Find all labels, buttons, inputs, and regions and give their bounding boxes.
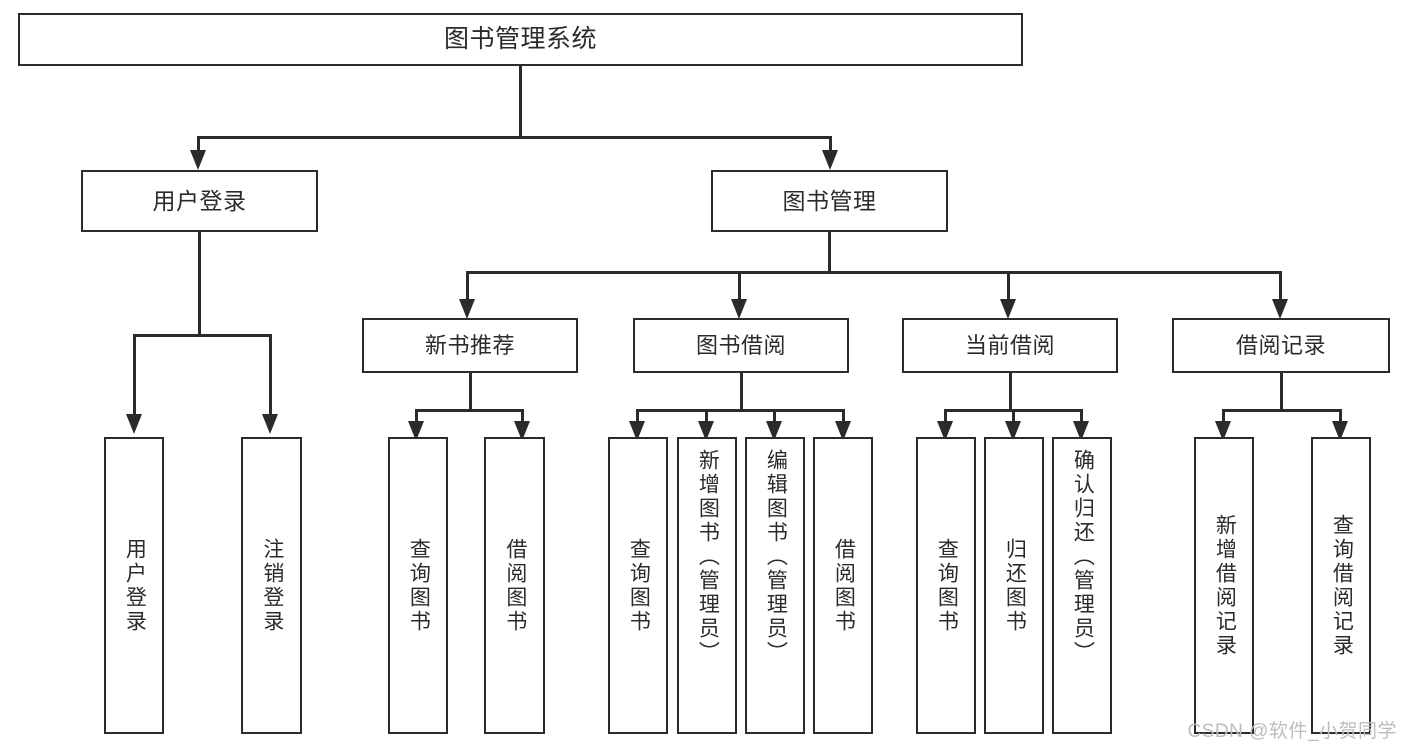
arrowhead-current-leaf-3 xyxy=(1073,421,1089,441)
arrowhead-current-leaf-1 xyxy=(937,421,953,441)
arrowhead-borrow-leaf-1 xyxy=(629,421,645,441)
arrowhead-user-login xyxy=(190,150,206,170)
node-root-system[interactable]: 图书管理系统 xyxy=(18,13,1023,66)
node-label: 查询图书 xyxy=(935,537,959,634)
connector-user-login-drop-2 xyxy=(269,334,272,418)
connector-borrow-drop-3 xyxy=(773,409,776,429)
node-label: 图书借阅 xyxy=(695,332,786,358)
connector-level2-drop-left xyxy=(197,136,200,154)
connector-level3-drop-1 xyxy=(466,271,469,303)
connector-recommend-drop-2 xyxy=(521,409,524,429)
connector-level3-drop-4 xyxy=(1279,271,1282,303)
node-new-book-recommend[interactable]: 新书推荐 xyxy=(362,318,578,373)
arrowhead-record-leaf-2 xyxy=(1332,421,1348,441)
connector-record-drop-1 xyxy=(1222,409,1225,429)
node-label: 新增图书（管理员） xyxy=(696,449,720,665)
arrowhead-recommend-leaf-2 xyxy=(514,421,530,441)
connector-level3-drop-2 xyxy=(738,271,741,303)
arrowhead-borrow-leaf-2 xyxy=(698,421,714,441)
node-label: 新书推荐 xyxy=(424,332,515,358)
connector-level3-bus xyxy=(466,271,1281,274)
connector-level2-bus xyxy=(197,136,831,139)
connector-recommend-bus xyxy=(415,409,523,412)
connector-record-stem xyxy=(1280,373,1283,411)
arrowhead-leaf-user-login xyxy=(126,414,142,434)
connector-book-management-stem xyxy=(828,232,831,273)
node-label: 借阅记录 xyxy=(1235,332,1326,358)
leaf-borrow-add-book-admin[interactable]: 新增图书（管理员） xyxy=(677,437,737,734)
arrowhead-leaf-logout xyxy=(262,414,278,434)
arrowhead-borrow-leaf-3 xyxy=(766,421,782,441)
node-label: 编辑图书（管理员） xyxy=(764,449,788,665)
connector-recommend-drop-1 xyxy=(415,409,418,429)
node-label: 新增借阅记录 xyxy=(1213,513,1237,658)
leaf-borrow-query-book[interactable]: 查询图书 xyxy=(608,437,668,734)
node-label: 当前借阅 xyxy=(964,332,1055,358)
arrowhead-book-management xyxy=(822,150,838,170)
leaf-borrow-borrow-book[interactable]: 借阅图书 xyxy=(813,437,873,734)
connector-current-stem xyxy=(1009,373,1012,411)
node-label: 用户登录 xyxy=(123,537,147,634)
connector-record-bus xyxy=(1222,409,1341,412)
connector-borrow-drop-1 xyxy=(636,409,639,429)
node-label: 借阅图书 xyxy=(503,537,527,634)
leaf-current-confirm-return-admin[interactable]: 确认归还（管理员） xyxy=(1052,437,1112,734)
node-label: 注销登录 xyxy=(260,537,284,634)
arrowhead-borrow-leaf-4 xyxy=(835,421,851,441)
node-label: 归还图书 xyxy=(1003,537,1027,634)
node-current-borrow[interactable]: 当前借阅 xyxy=(902,318,1118,373)
leaf-user-login[interactable]: 用户登录 xyxy=(104,437,164,734)
node-label: 查询图书 xyxy=(407,537,431,634)
node-label: 查询图书 xyxy=(627,537,651,634)
leaf-record-query-record[interactable]: 查询借阅记录 xyxy=(1311,437,1371,734)
connector-root-stem xyxy=(519,66,522,138)
leaf-record-add-record[interactable]: 新增借阅记录 xyxy=(1194,437,1254,734)
leaf-current-query-book[interactable]: 查询图书 xyxy=(916,437,976,734)
node-label: 用户登录 xyxy=(152,187,247,214)
arrowhead-borrow-record xyxy=(1272,299,1288,319)
arrowhead-book-borrow xyxy=(731,299,747,319)
connector-current-drop-3 xyxy=(1080,409,1083,429)
node-label: 借阅图书 xyxy=(832,537,856,634)
connector-user-login-drop-1 xyxy=(133,334,136,418)
connector-user-login-bus xyxy=(133,334,271,337)
connector-borrow-drop-2 xyxy=(705,409,708,429)
connector-current-drop-1 xyxy=(944,409,947,429)
connector-current-drop-2 xyxy=(1012,409,1015,429)
leaf-recommend-borrow-book[interactable]: 借阅图书 xyxy=(484,437,545,734)
node-label: 查询借阅记录 xyxy=(1330,513,1354,658)
connector-level3-drop-3 xyxy=(1007,271,1010,303)
node-book-borrow[interactable]: 图书借阅 xyxy=(633,318,849,373)
arrowhead-current-borrow xyxy=(1000,299,1016,319)
arrowhead-record-leaf-1 xyxy=(1215,421,1231,441)
connector-level2-drop-right xyxy=(829,136,832,154)
connector-record-drop-2 xyxy=(1339,409,1342,429)
connector-user-login-stem xyxy=(198,232,201,336)
leaf-current-return-book[interactable]: 归还图书 xyxy=(984,437,1044,734)
leaf-logout[interactable]: 注销登录 xyxy=(241,437,302,734)
node-book-management[interactable]: 图书管理 xyxy=(711,170,948,232)
node-label: 确认归还（管理员） xyxy=(1071,449,1095,665)
arrowhead-recommend-leaf-1 xyxy=(408,421,424,441)
connector-recommend-stem xyxy=(469,373,472,411)
node-label: 图书管理 xyxy=(782,187,877,214)
node-user-login[interactable]: 用户登录 xyxy=(81,170,318,232)
connector-borrow-stem xyxy=(740,373,743,411)
connector-borrow-bus xyxy=(636,409,844,412)
arrowhead-new-book-recommend xyxy=(459,299,475,319)
leaf-borrow-edit-book-admin[interactable]: 编辑图书（管理员） xyxy=(745,437,805,734)
leaf-recommend-query-book[interactable]: 查询图书 xyxy=(388,437,448,734)
node-borrow-record[interactable]: 借阅记录 xyxy=(1172,318,1390,373)
arrowhead-current-leaf-2 xyxy=(1005,421,1021,441)
connector-borrow-drop-4 xyxy=(842,409,845,429)
node-label: 图书管理系统 xyxy=(443,25,597,53)
